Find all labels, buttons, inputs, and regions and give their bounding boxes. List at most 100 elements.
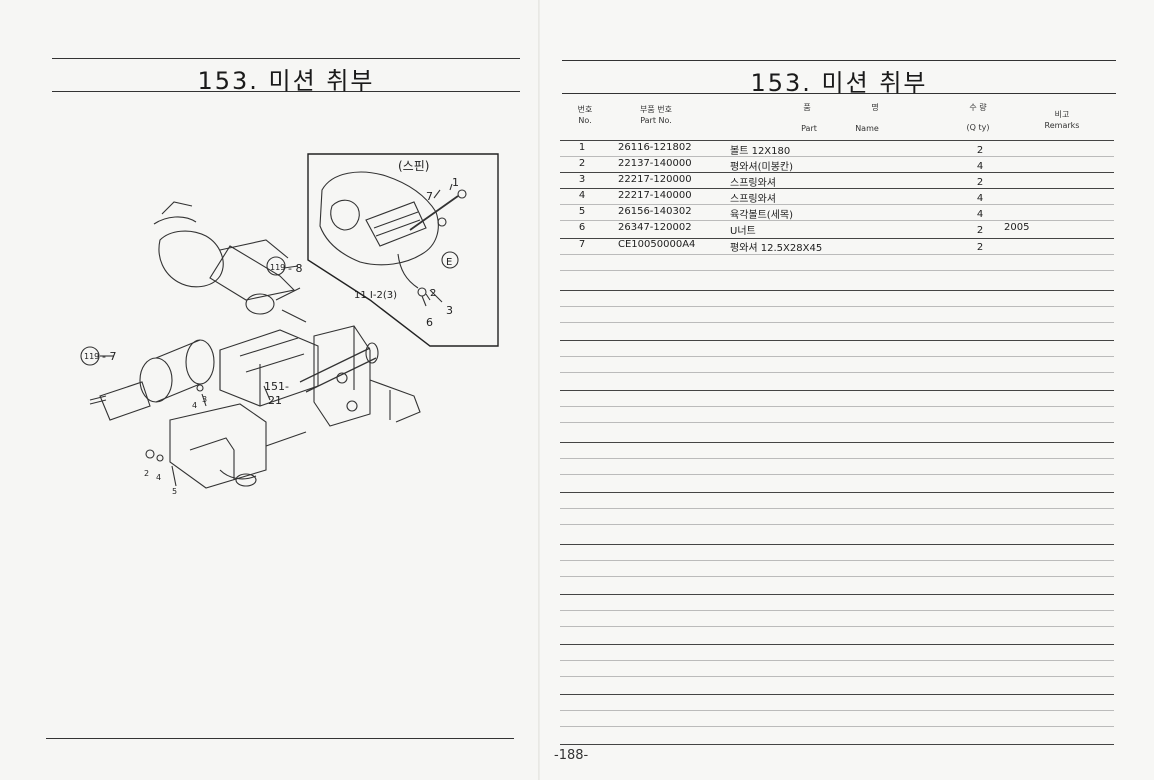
callout-4b: 4 (156, 473, 161, 482)
callout-11-i-2-3: 11 I-2(3) (354, 290, 397, 301)
row-qty: 4 (976, 161, 984, 172)
row-name: 스프링와셔 (730, 178, 776, 189)
header-part-ko: 부품 번호 (640, 105, 672, 114)
row-qty: 2 (976, 225, 984, 236)
blank-rule (560, 406, 1114, 407)
blank-rule (560, 372, 1114, 373)
header-name-en-1: Part (801, 124, 817, 133)
callout-119-7-suffix: - 7 (102, 350, 116, 363)
blank-rule (560, 576, 1114, 577)
row-rule (560, 188, 1114, 189)
row-part-no: 26156-140302 (618, 206, 692, 217)
callout-151: 151- (264, 380, 289, 393)
blank-rule (560, 306, 1114, 307)
callout-21: 21 (268, 394, 282, 407)
header-remarks-ko: 비고 (1054, 110, 1070, 119)
blank-rule (560, 322, 1114, 323)
row-part-no: 26347-120002 (618, 222, 692, 233)
row-rule (560, 254, 1114, 255)
blank-rule (560, 676, 1114, 677)
left-page: 153. 미션 취부 (0, 0, 540, 780)
row-no: 5 (578, 206, 586, 217)
header-no-ko: 번호 (577, 105, 593, 114)
blank-rule (560, 340, 1114, 341)
callout-119-8: 119 (270, 263, 285, 272)
row-name: 평와셔(미봉칸) (730, 162, 794, 173)
blank-rule (560, 356, 1114, 357)
header-name-ko-2: 명 (871, 103, 879, 112)
callout-119-8-suffix: - 8 (288, 262, 302, 275)
table-row: 7 CE10050000A4 평와셔 12.5X28X45 2 (562, 237, 1114, 254)
blank-rule (560, 710, 1114, 711)
row-name: U너트 (730, 226, 756, 237)
row-name: 육각볼트(세목) (730, 210, 794, 221)
table-row: 5 26156-140302 육각볼트(세목) 4 (562, 204, 1114, 221)
blank-rule (560, 660, 1114, 661)
blank-rule (560, 644, 1114, 645)
callout-3b: 3 (202, 395, 207, 404)
blank-rule (560, 744, 1114, 745)
blank-rule (560, 442, 1114, 443)
table-row: 3 22217-120000 스프링와셔 2 (562, 172, 1114, 189)
row-part-no: 22217-140000 (618, 190, 692, 201)
left-bottom-rule (46, 738, 514, 739)
table-row: 6 26347-120002 U너트 2 2005 (562, 220, 1114, 237)
row-part-no: CE10050000A4 (618, 239, 696, 250)
blank-rule (560, 610, 1114, 611)
header-name-ko-1: 품 (803, 103, 811, 112)
right-page: 153. 미션 취부 번호 No. 부품 번호 Part No. 품 명 Par… (540, 0, 1154, 780)
header-remarks-en: Remarks (1044, 121, 1080, 130)
header-remarks: 비고 Remarks (1040, 109, 1084, 131)
blank-rule (560, 492, 1114, 493)
blank-rule (560, 560, 1114, 561)
row-part-no: 26116-121802 (618, 142, 692, 153)
assembly-diagram: 119 - 8 119 - 7 (스핀) 7 1 E 11 I-2(3) 2 3… (80, 153, 499, 496)
blank-rule (560, 474, 1114, 475)
header-part-en: Part No. (640, 116, 672, 125)
row-no: 7 (578, 239, 586, 250)
row-qty: 4 (976, 193, 984, 204)
row-qty: 2 (976, 242, 984, 253)
header-no-en: No. (578, 116, 592, 125)
callout-7: 7 (426, 190, 433, 203)
callout-6: 6 (426, 316, 433, 329)
header-qty-ko: 수 량 (969, 103, 987, 112)
table-row: 2 22137-140000 평와셔(미봉칸) 4 (562, 156, 1114, 173)
row-no: 2 (578, 158, 586, 169)
left-page-title: 153. 미션 취부 (52, 58, 520, 95)
row-rule (560, 220, 1114, 221)
callout-119-7: 119 (84, 352, 99, 361)
callout-4a: 4 (192, 401, 197, 410)
header-name-en-2: Name (855, 124, 879, 133)
row-name: 스프링와셔 (730, 194, 776, 205)
blank-rule (560, 544, 1114, 545)
row-qty: 4 (976, 209, 984, 220)
callout-2b: 2 (144, 469, 149, 478)
blank-rule (560, 694, 1114, 695)
callout-2: 2 (430, 288, 436, 299)
row-remarks: 2005 (1004, 222, 1030, 233)
row-name: 평와셔 12.5X28X45 (730, 243, 823, 254)
page-number: -188- (554, 748, 589, 763)
blank-rule (560, 524, 1114, 525)
blank-rule (560, 422, 1114, 423)
row-qty: 2 (976, 145, 984, 156)
header-no: 번호 No. (570, 104, 600, 126)
callout-e: E (446, 257, 452, 268)
callout-spin: (스핀) (398, 159, 429, 173)
row-rule (560, 172, 1114, 173)
header-bottom-rule (560, 140, 1114, 141)
blank-rule (560, 458, 1114, 459)
callout-3: 3 (446, 304, 453, 317)
row-no: 3 (578, 174, 586, 185)
blank-rule (560, 626, 1114, 627)
header-part: 부품 번호 Part No. (624, 104, 688, 126)
blank-rule (560, 390, 1114, 391)
blank-rule (560, 594, 1114, 595)
callout-5: 5 (172, 487, 177, 496)
row-rule (560, 204, 1114, 205)
header-qty: 수 량 (Q ty) (960, 102, 996, 133)
blank-rule (560, 508, 1114, 509)
right-page-title: 153. 미션 취부 (562, 60, 1116, 97)
table-row: 4 22217-140000 스프링와셔 4 (562, 188, 1114, 205)
